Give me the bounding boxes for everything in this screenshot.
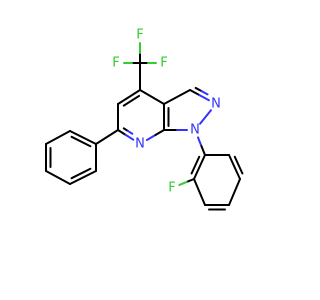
single-bond xyxy=(178,180,188,186)
single-bond xyxy=(193,178,206,206)
atom-label-n-pz1: N xyxy=(190,123,200,138)
atom-label-f1: F xyxy=(136,28,143,43)
single-bond xyxy=(200,145,206,156)
double-bond xyxy=(70,167,92,180)
double-bond xyxy=(228,154,241,180)
single-bond xyxy=(45,130,71,145)
single-bond xyxy=(45,170,71,185)
double-bond xyxy=(69,170,97,185)
double-bond xyxy=(190,155,201,175)
double-bond xyxy=(117,89,141,105)
single-bond xyxy=(95,129,119,145)
atom-label-f2: F xyxy=(112,56,119,71)
bonds xyxy=(45,42,244,211)
single-bond xyxy=(185,178,195,183)
double-bond xyxy=(198,94,210,102)
single-bond xyxy=(139,89,165,105)
atom-label-f3: F xyxy=(160,56,167,71)
atom-label-n-py: N xyxy=(135,137,145,152)
double-bond xyxy=(127,130,134,135)
double-bond xyxy=(233,155,244,175)
atom-label-f-ar: F xyxy=(168,181,175,196)
double-bond xyxy=(124,133,135,141)
double-bond xyxy=(194,86,203,93)
double-bond xyxy=(193,154,206,180)
atom-label-n-pz2: N xyxy=(211,97,221,112)
double-bond xyxy=(200,90,209,96)
single-bond xyxy=(228,178,241,206)
single-bond xyxy=(145,133,157,141)
double-bond xyxy=(122,94,141,107)
double-bond xyxy=(69,130,97,145)
double-bond xyxy=(189,89,201,97)
single-bond xyxy=(154,129,165,136)
single-bond xyxy=(196,136,203,148)
double-bond xyxy=(117,129,127,136)
single-bond xyxy=(163,89,191,105)
single-bond xyxy=(199,109,212,125)
double-bond xyxy=(70,135,92,148)
